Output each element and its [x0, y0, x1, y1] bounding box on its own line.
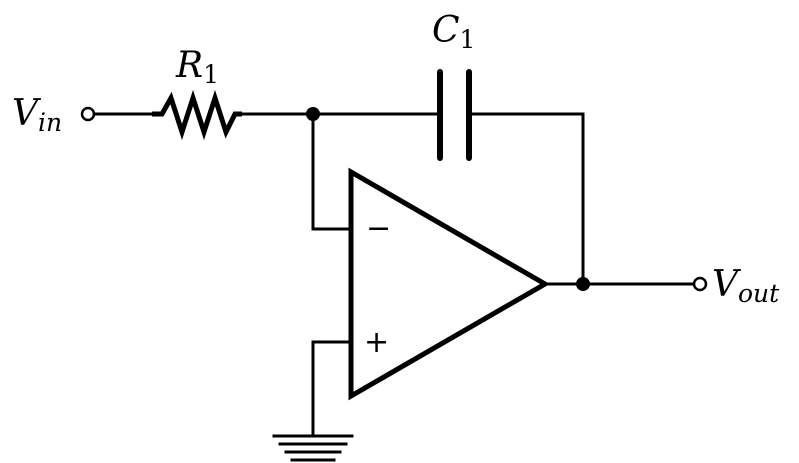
opamp-inverting-sign: −	[366, 211, 391, 246]
capacitor-symbol: C	[432, 10, 460, 51]
capacitor-subscript: 1	[460, 25, 476, 54]
inverting-input-wire	[311, 112, 353, 231]
feedback-wire	[467, 112, 585, 286]
output-voltage-subscript: out	[738, 279, 780, 308]
output-voltage-symbol: V	[712, 264, 742, 305]
input-voltage-subscript: in	[38, 108, 62, 137]
resistor-symbol: R	[175, 45, 203, 86]
opamp-noninverting-sign: +	[364, 325, 389, 360]
capacitor-label: C1	[432, 10, 475, 54]
resistor-label: R1	[175, 45, 219, 89]
ground-symbol	[272, 434, 354, 462]
opamp-body	[348, 167, 551, 401]
input-voltage-symbol: V	[12, 93, 42, 134]
noninverting-input-wire	[311, 340, 353, 438]
output-terminal	[692, 276, 708, 292]
resistor-subscript: 1	[203, 60, 219, 89]
output-junction	[576, 277, 590, 291]
resistor-r1	[152, 89, 242, 141]
output-voltage-label: Vout	[712, 264, 780, 308]
input-voltage-label: Vin	[12, 93, 62, 137]
input-terminal	[80, 106, 96, 122]
